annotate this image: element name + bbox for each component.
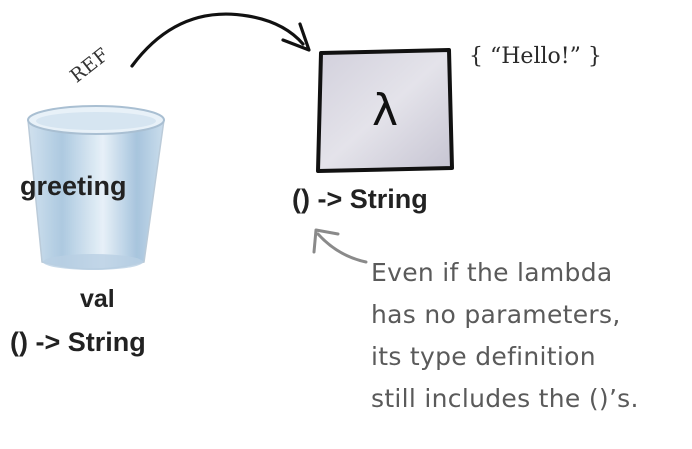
annotation-line: has no parameters, — [371, 300, 621, 329]
annotation-line: still includes the ()’s. — [371, 384, 639, 413]
annotation-line: its type definition — [371, 342, 596, 371]
lambda-type-label: () -> String — [292, 184, 428, 214]
annotation-arrow — [312, 228, 368, 264]
annotation-note: Even if the lambda has no parameters, it… — [371, 252, 639, 420]
variable-cup — [27, 105, 165, 270]
lambda-icon: λ — [371, 84, 399, 136]
annotation-line: Even if the lambda — [371, 258, 613, 287]
variable-kind-label: val — [80, 285, 115, 313]
variable-name-label: greeting — [20, 171, 127, 201]
lambda-object-box — [316, 48, 454, 173]
variable-type-label: () -> String — [10, 327, 146, 357]
reference-arrow — [130, 12, 311, 68]
lambda-body-code: { “Hello!” } — [469, 44, 602, 69]
